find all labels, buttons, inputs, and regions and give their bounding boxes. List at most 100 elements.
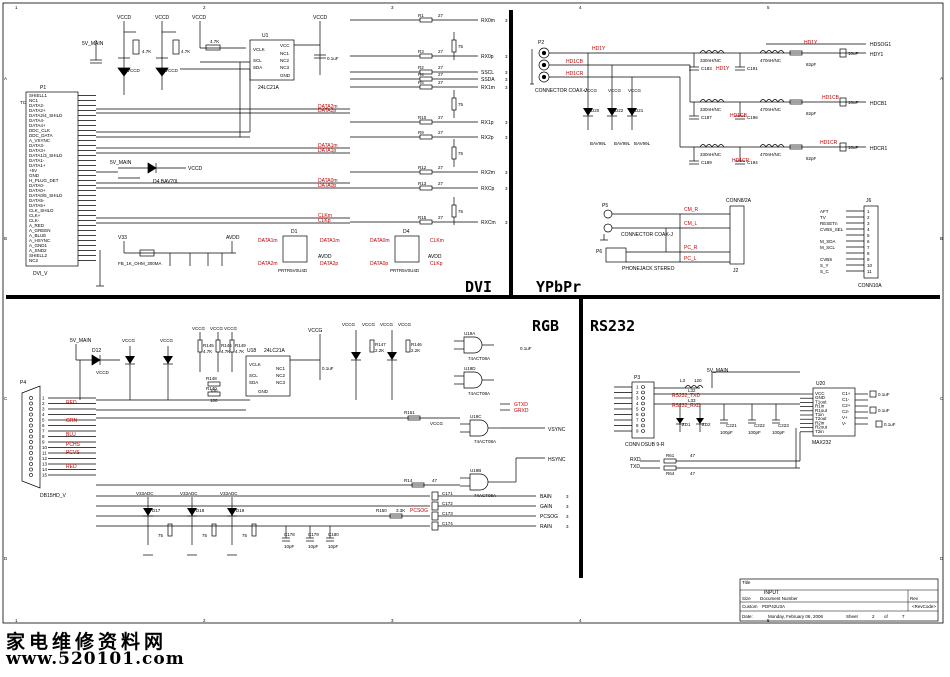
svg-text:DATA0p: DATA0p [370, 261, 388, 267]
ypbpr-j6-pin: 9 [867, 257, 870, 262]
rgb-out-hsync: HSYNC [548, 457, 566, 463]
rgb-db15-pin-num: 8 [42, 434, 45, 439]
size-value: Custom [742, 604, 758, 609]
rgb-res-ref: R151 [404, 410, 415, 415]
rgb-out-sheet: 3 [566, 524, 569, 529]
dvi-ladder-value: 27 [438, 72, 444, 77]
dvi-ladder-net: SSDA [481, 77, 495, 83]
dvi-ladder-resistor [419, 219, 433, 225]
rgb-pullup-res [369, 339, 375, 353]
dvi-ladder-ref: R1 [418, 13, 424, 18]
section-title-dvi: DVI [465, 278, 492, 296]
rs232-ttl-ref: R64 [666, 471, 675, 476]
dvi-pin-label: GND [29, 173, 40, 178]
dvi-ladder-value: 27 [438, 80, 444, 85]
ypbpr-inductor [759, 50, 785, 54]
ypbpr-coupling-value: 10uF [848, 100, 859, 105]
ypbpr-j6-label: RESETn [820, 221, 838, 226]
rgb-eeprom-pin-nc3: NC3 [276, 380, 285, 385]
ypbpr-net-hd1cb: HD1CB [566, 59, 584, 65]
rgb-eeprom-ref: U18 [247, 348, 256, 354]
ypbpr-coax-label: CONNECTOR COAX-J [535, 88, 587, 94]
of-label: of [884, 614, 889, 619]
rs232-db9-pin [641, 385, 645, 389]
zone-letter-left: A [4, 76, 7, 81]
dvi-d4-label: D4 BAV70L [153, 179, 179, 185]
dvi-ladder-net: RX0m [481, 18, 495, 24]
dvi-ladder-resistor [419, 17, 433, 23]
rgb-and-gates: U19A74ACT08AU19D74ACT08AU19C74ACT08AU19B… [96, 331, 545, 498]
rgb-adc-res [251, 523, 257, 537]
ypbpr-inductor-value: 330nH/NC [700, 152, 722, 157]
ypbpr-coax [530, 47, 550, 85]
ypbpr-cap-ref: C183 [701, 66, 712, 71]
svg-text:DATA2p: DATA2p [320, 261, 338, 267]
zone-number-bottom: 5 [767, 618, 770, 623]
rgb-db15-pin [29, 445, 33, 450]
rgb-db15-pin [29, 473, 33, 477]
rgb-d12-part: VCCD [96, 370, 110, 375]
title-value: INPUT [764, 590, 779, 596]
rgb-net-gtxd: GTXD [514, 402, 528, 408]
dvi-bus-net: DATA1p [318, 148, 336, 154]
rgb-adc-diode [187, 508, 197, 516]
rgb-vcc-label: VCCG [398, 322, 412, 327]
rs232-max-pin-right: C2+ [842, 403, 851, 408]
rgb-out-label: RAIN [540, 524, 552, 530]
rgb-cap-value: 10pF [284, 544, 295, 549]
svg-text:CLKp: CLKp [430, 261, 443, 267]
rgb-cap-ref: C180 [328, 532, 339, 537]
dvi-eeprom-part: 24LC21A [258, 85, 280, 91]
rs232-cap-ref: C222 [754, 423, 765, 428]
rgb-db15-pin [29, 429, 33, 433]
rgb-db15-pin-num: 7 [42, 429, 45, 434]
rs232-db9-pin-num: 3 [636, 396, 639, 401]
dvi-term-resistor [451, 39, 457, 53]
rs232-db9-pin [641, 418, 645, 422]
rgb-cap-value: 10pF [328, 544, 339, 549]
rs232-max-pin-right: V- [842, 421, 847, 426]
rgb-pcsog-res [389, 513, 403, 519]
dvi-ladder-ref: R9 [418, 130, 424, 135]
rgb-eeprom-pin-nc1: NC1 [276, 366, 285, 371]
title-label: Title [742, 580, 751, 585]
rs232-db9-pin-num: 5 [636, 407, 639, 412]
rgb-gate-ref: U19A [464, 331, 475, 336]
dvi-term-resistor [451, 97, 457, 111]
rs232-db9-pin-num: 2 [636, 390, 639, 395]
date-value: Monday, February 06, 2006 [768, 614, 823, 619]
rgb-vcc-label: VCCG [362, 322, 376, 327]
rgb-d12-ref: D12 [92, 348, 101, 354]
rs232-db9-pin [641, 423, 645, 428]
rgb-db15-pin-num: 9 [42, 440, 45, 445]
doc-label: Document Number [760, 596, 798, 601]
dvi-bus-net: DATA0p [318, 183, 336, 189]
rgb-vcc-label: VCCG [342, 322, 356, 327]
rgb-db15-pin [29, 451, 33, 455]
ypbpr-series-res [789, 144, 803, 150]
rgb-gate-part: 74ACT08A [474, 439, 496, 444]
rgb-db15-pin-num: 4 [42, 412, 45, 417]
rgb-db15-pin-num: 13 [42, 462, 48, 467]
dvi-ladder-value: 27 [438, 130, 444, 135]
dvi-ladder-sheet: 3 [505, 18, 508, 23]
rgb-res [411, 482, 425, 488]
zone-letter-left: C [4, 396, 8, 401]
rgb-out-sheet: 3 [566, 504, 569, 509]
rgb-db15-name: DB15HD_V [40, 493, 67, 499]
watermark-url: www.520101.com [6, 649, 185, 669]
rs232-db9-pin-num: 7 [636, 418, 639, 423]
ypbpr-diode-ref: D22 [615, 108, 624, 113]
zone-letter-right: B [940, 236, 943, 241]
ypbpr-net-hd1cr: HD1CR [566, 71, 584, 77]
dvi-pin-label: DATA4- [29, 118, 45, 123]
rs232-max-pin-left: GND [815, 395, 826, 400]
rgb-pullup-ref: R146 [411, 342, 422, 347]
rgb-out-cap-ref: C174 [442, 521, 453, 526]
dvi-ladder-net: SSCL [481, 70, 494, 76]
rgb-and-gate [469, 473, 489, 491]
dvi-pullups [90, 21, 246, 95]
dvi-term-value: 75 [458, 209, 464, 214]
ypbpr-diode-part: BAV99L [614, 141, 631, 146]
